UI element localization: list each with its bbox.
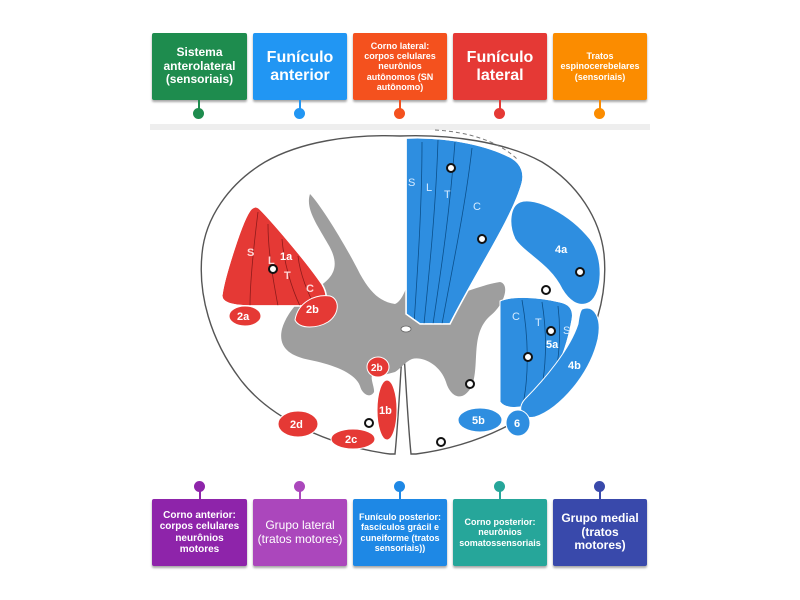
bottom-label-3[interactable]: Funículo posterior: fascículos grácil e … — [353, 499, 447, 566]
tract-label-4b: 4b — [568, 360, 581, 372]
bottom-label-1-text: Corno anterior: corpos celulares neurôni… — [159, 510, 240, 555]
tract-label-2d: 2d — [290, 419, 303, 431]
tract-label-c-left: C — [306, 283, 314, 295]
tract-label-2a: 2a — [237, 311, 250, 323]
tract-5b — [457, 407, 503, 433]
tract-label-1a: 1a — [280, 251, 293, 263]
tract-label-t-top: T — [444, 189, 451, 201]
bottom-label-1[interactable]: Corno anterior: corpos celulares neurôni… — [152, 499, 247, 566]
tract-2d — [277, 410, 319, 438]
spinal-cord-diagram: S L 1a T C 2a 2b 2b 1b 2d 2c S L T C 4a … — [150, 124, 650, 455]
hotspot-9[interactable] — [364, 418, 374, 428]
bottom-label-4-text: Corno posterior: neurônios somatossensor… — [459, 517, 541, 548]
hotspot-4[interactable] — [575, 267, 585, 277]
tract-label-1b: 1b — [379, 405, 392, 417]
top-label-4-text: Funículo lateral — [466, 48, 534, 84]
tract-label-2c: 2c — [345, 434, 357, 446]
hotspot-6[interactable] — [546, 326, 556, 336]
tract-label-s-left: S — [247, 247, 254, 259]
tract-label-5a: 5a — [546, 339, 559, 351]
hotspot-8[interactable] — [465, 379, 475, 389]
tract-label-5b: 5b — [472, 415, 485, 427]
hotspot-3[interactable] — [477, 234, 487, 244]
tract-label-2b-small: 2b — [371, 363, 383, 374]
tract-label-s-right: S — [563, 325, 570, 337]
tract-label-t-right: T — [535, 317, 542, 329]
dorsal-root-arc — [434, 129, 519, 161]
top-label-5-text: Tratos espinocerebelares (sensoriais) — [560, 51, 640, 82]
header-band — [150, 124, 650, 130]
tract-1b — [376, 379, 398, 441]
tract-label-s-top: S — [408, 177, 415, 189]
top-label-5[interactable]: Tratos espinocerebelares (sensoriais) — [553, 33, 647, 100]
tract-6 — [505, 409, 531, 437]
tract-label-4a: 4a — [555, 244, 568, 256]
tract-label-c-top: C — [473, 201, 481, 213]
tract-2b-small — [366, 356, 390, 378]
tract-label-c-right: C — [512, 311, 520, 323]
top-label-1-text: Sistema anterolateral (sensoriais) — [163, 45, 236, 87]
bottom-label-2[interactable]: Grupo lateral (tratos motores) — [253, 499, 347, 566]
central-canal — [400, 325, 412, 333]
tract-2a — [228, 305, 262, 327]
hotspot-5[interactable] — [541, 285, 551, 295]
top-label-4[interactable]: Funículo lateral — [453, 33, 547, 100]
top-label-2[interactable]: Funículo anterior — [253, 33, 347, 100]
tract-5a — [499, 296, 573, 408]
hotspot-10[interactable] — [436, 437, 446, 447]
tract-label-l-left: L — [268, 255, 275, 267]
bottom-label-2-text: Grupo lateral (tratos motores) — [257, 518, 343, 546]
top-label-1[interactable]: Sistema anterolateral (sensoriais) — [152, 33, 247, 100]
tract-label-t-left: T — [284, 270, 291, 282]
tract-2b — [294, 295, 338, 328]
tract-label-2b: 2b — [306, 304, 319, 316]
posterior-funiculus — [405, 136, 524, 325]
bottom-label-4[interactable]: Corno posterior: neurônios somatossensor… — [453, 499, 547, 566]
bottom-label-3-text: Funículo posterior: fascículos grácil e … — [359, 512, 441, 553]
bottom-label-5[interactable]: Grupo medial (tratos motores) — [553, 499, 647, 566]
tract-label-l-top: L — [426, 182, 432, 194]
hotspot-1[interactable] — [446, 163, 456, 173]
top-label-3[interactable]: Corno lateral: corpos celulares neurônio… — [353, 33, 447, 100]
tract-4a — [510, 200, 601, 305]
tract-2c — [330, 428, 376, 450]
top-label-2-text: Funículo anterior — [266, 48, 334, 84]
tract-label-6: 6 — [514, 418, 520, 430]
top-label-3-text: Corno lateral: corpos celulares neurônio… — [364, 41, 436, 92]
hotspot-2[interactable] — [268, 264, 278, 274]
bottom-label-5-text: Grupo medial (tratos motores) — [561, 511, 639, 553]
hotspot-7[interactable] — [523, 352, 533, 362]
